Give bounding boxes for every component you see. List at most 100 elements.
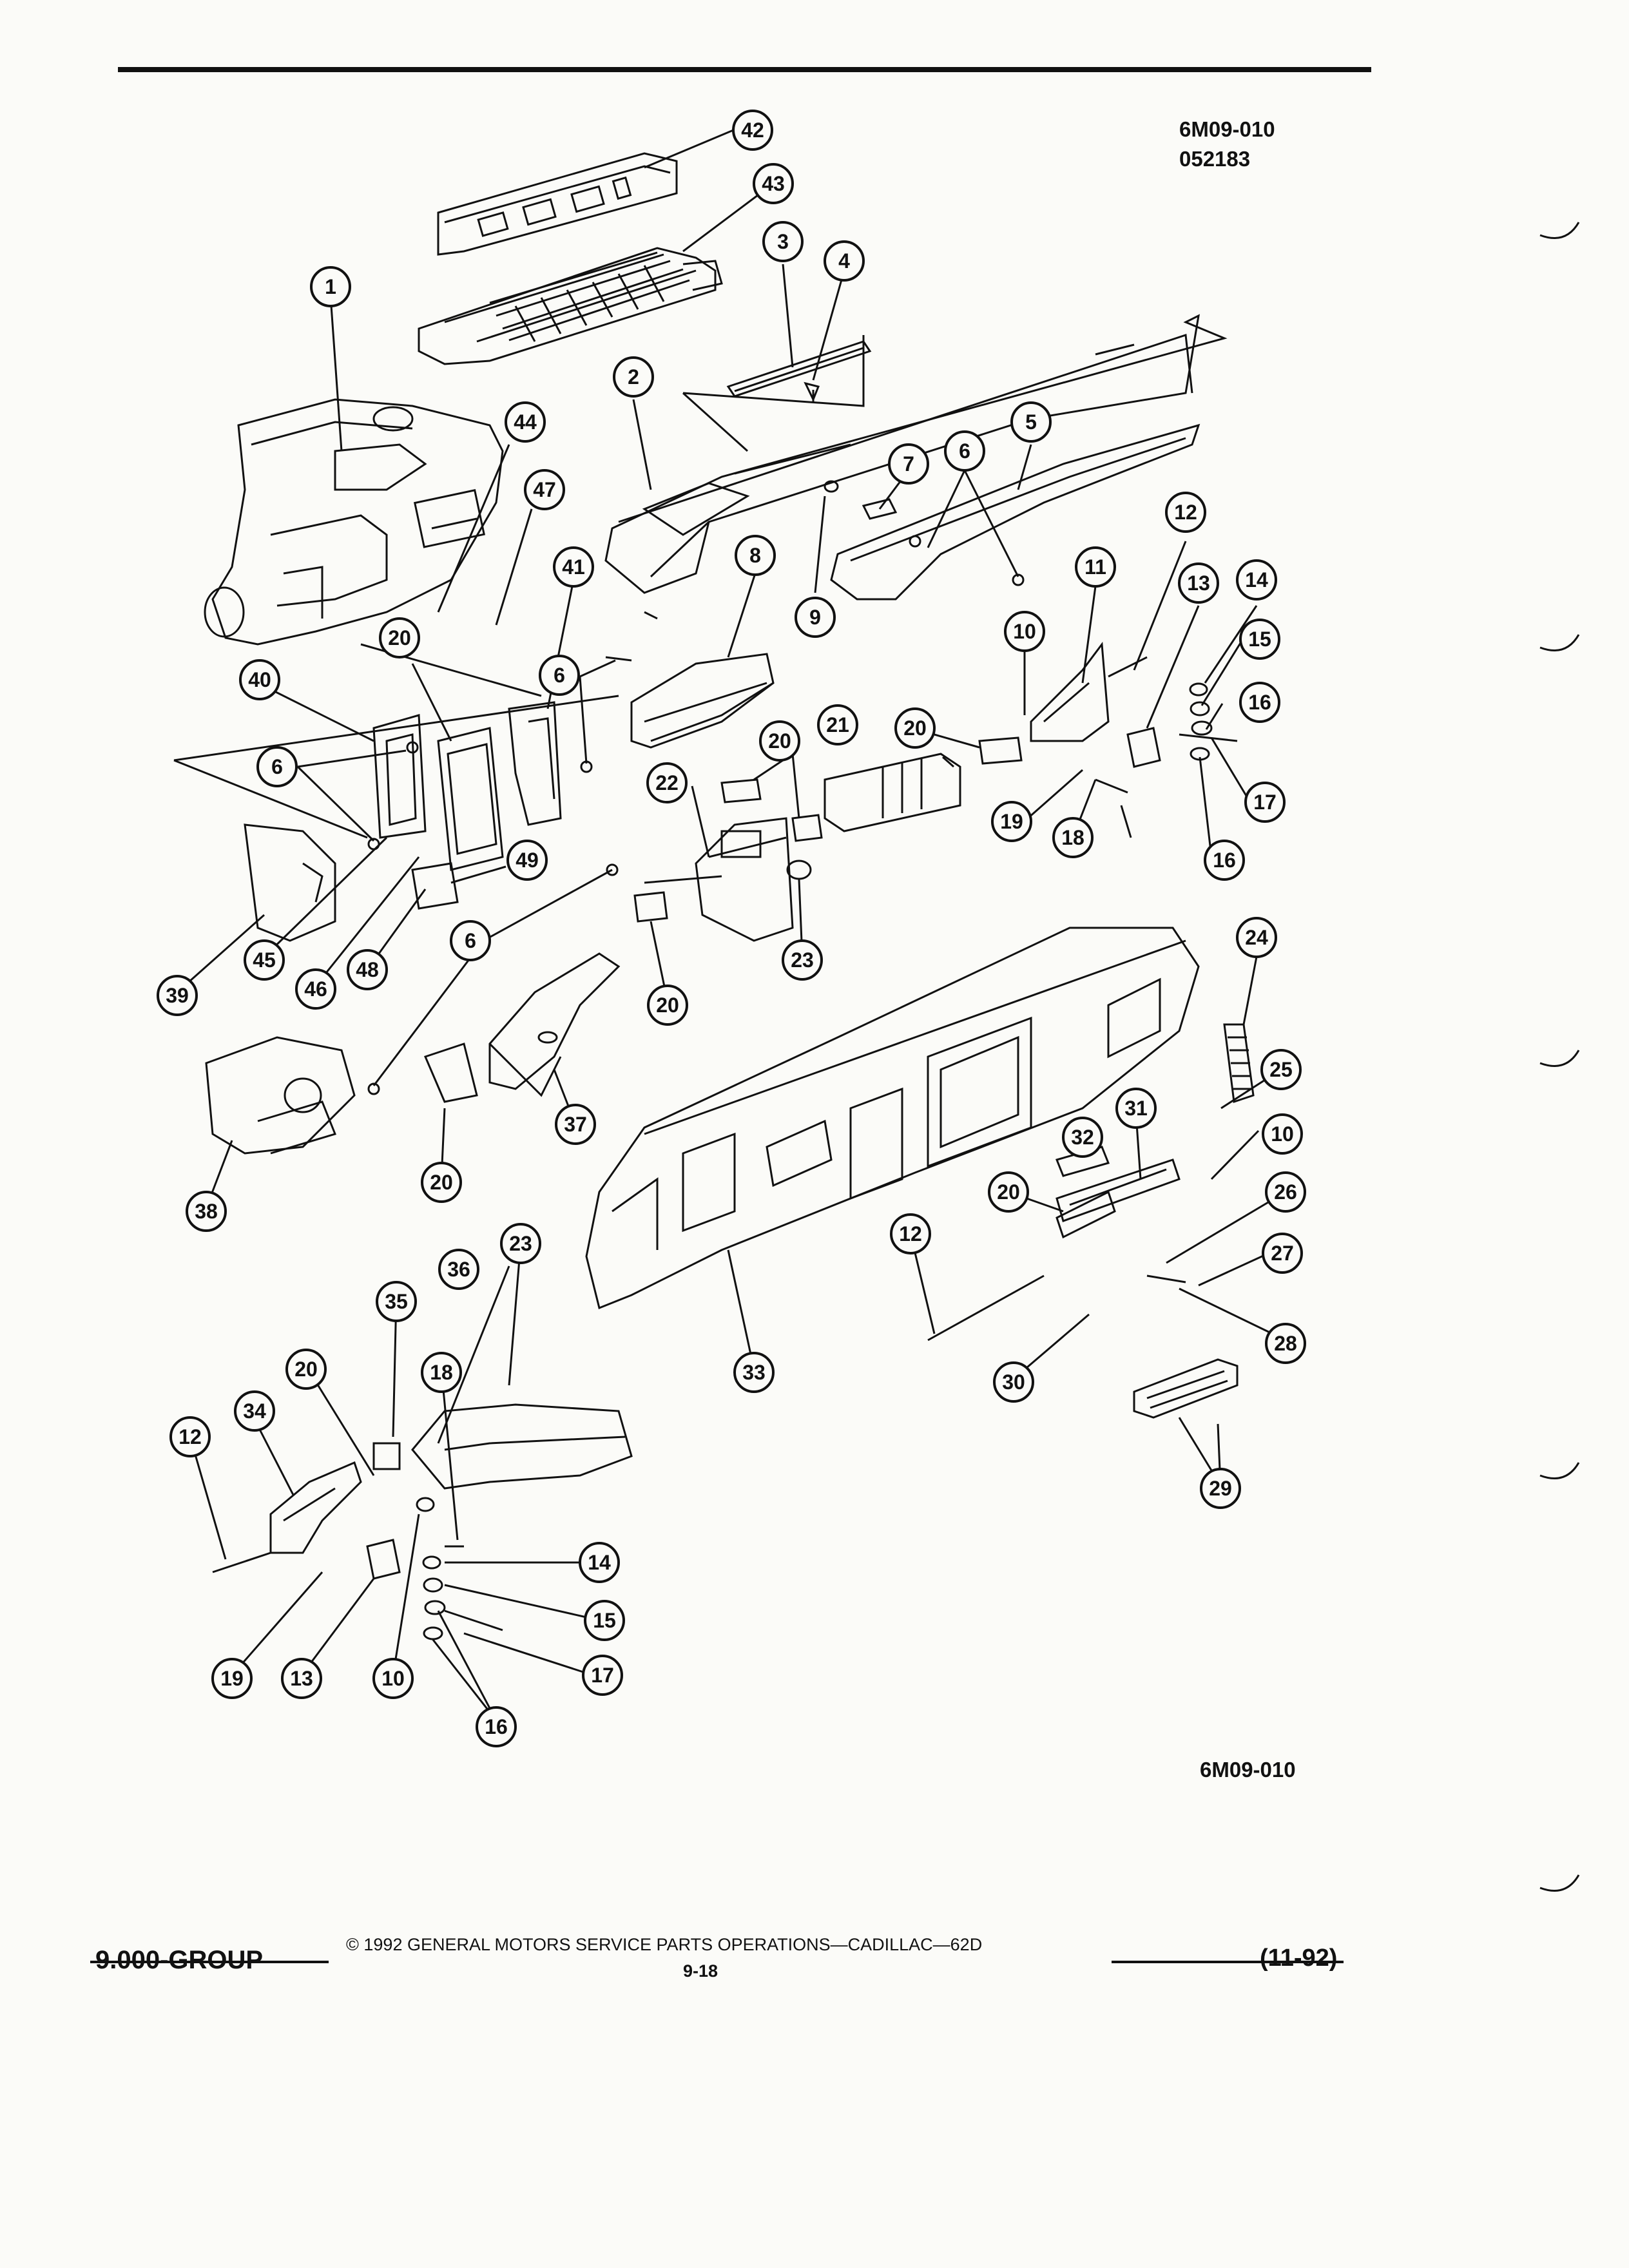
callout-16-right-lower: 16 [1204,840,1245,881]
callout-37: 37 [555,1104,596,1145]
part-40-seal-frame [372,714,427,839]
callout-label: 20 [903,716,927,740]
callout-48: 48 [347,949,388,990]
part-4-screw [804,381,820,403]
callout-label: 26 [1274,1180,1297,1204]
callout-label: 18 [430,1361,453,1384]
callout-label: 7 [903,452,914,476]
callout-38: 38 [186,1191,227,1232]
callout-10-right: 10 [1004,611,1045,652]
footer-copyright: © 1992 GENERAL MOTORS SERVICE PARTS OPER… [346,1935,983,1954]
callout-9: 9 [795,597,836,638]
callout-6-lower-left: 6 [450,920,491,961]
callout-label: 22 [655,771,679,794]
callout-14-right: 14 [1236,559,1277,601]
callout-label: 12 [1174,501,1197,524]
part-41-actuator [508,701,562,826]
callout-12-lower: 12 [169,1416,211,1457]
diagram-code: 052183 [1179,147,1251,171]
callout-label: 11 [1084,555,1106,579]
callout-19-right: 19 [991,801,1032,842]
part-21-duct [824,753,961,832]
diagram-id-footer: 6M09-010 [1200,1758,1296,1782]
callout-label: 42 [741,119,764,142]
callout-label: 30 [1002,1370,1025,1394]
callout-17-right: 17 [1244,782,1286,823]
callout-20-duct: 20 [647,985,688,1026]
callout-39: 39 [157,975,198,1016]
callout-label: 20 [294,1358,318,1381]
part-18-screws [445,778,1186,1548]
callout-43: 43 [753,163,794,204]
callout-label: 8 [749,544,761,567]
part-35-nut [372,1442,401,1470]
callout-label: 5 [1025,410,1037,434]
callout-label: 44 [514,410,537,434]
callout-label: 16 [1248,691,1271,714]
callout-6-center: 6 [539,655,580,696]
callout-label: 6 [959,439,970,463]
callout-label: 13 [290,1667,313,1690]
callout-label: 41 [562,555,585,579]
part-3-defroster-grille [726,340,872,398]
callout-label: 48 [356,958,379,981]
part-20-large-seal [437,727,504,871]
part-34-bracket-lower [269,1461,362,1554]
callout-10-lower: 10 [372,1658,414,1699]
callout-23-lower: 23 [500,1223,541,1264]
callout-13-right: 13 [1178,562,1219,604]
part-9-screw [824,480,839,493]
callout-label: 17 [591,1664,614,1687]
callout-20-bottom-left: 20 [421,1162,462,1203]
callout-6-glovebox: 6 [944,430,985,472]
callout-34: 34 [234,1390,275,1432]
callout-label: 15 [1248,628,1271,651]
callout-label: 13 [1187,572,1210,595]
callout-label: 3 [777,230,789,253]
part-5-glove-box-cover [830,423,1200,601]
callout-label: 33 [742,1361,766,1384]
footer-date: (11-92) [1260,1945,1338,1972]
footer-group: 9.000-GROUP [95,1946,264,1974]
callout-label: 6 [554,664,565,687]
callout-label: 29 [1209,1477,1232,1500]
binder-marks [1539,222,1580,1892]
callout-label: 34 [243,1399,266,1423]
callout-8: 8 [735,535,776,576]
callout-42: 42 [732,110,773,151]
callout-18-lower: 18 [421,1352,462,1393]
callout-label: 20 [430,1171,453,1194]
callout-19-lower: 19 [211,1658,253,1699]
part-49-cover [411,862,459,910]
hardware-stack-right [1179,682,1238,761]
callout-33: 33 [733,1352,775,1393]
callout-40: 40 [239,659,280,700]
part-10-grommet-lower [416,1497,435,1512]
callout-label: 20 [388,626,411,649]
leader-lines [177,129,1286,1721]
callout-label: 16 [1213,849,1236,872]
part-6-screws [367,535,1025,1095]
callout-label: 25 [1269,1058,1293,1081]
callout-label: 38 [195,1200,218,1223]
callout-label: 20 [768,729,791,753]
callout-44: 44 [505,401,546,443]
callout-label: 20 [656,994,679,1017]
callout-36: 36 [438,1249,479,1290]
part-22-duct-elbow [695,817,794,942]
callout-17-lower: 17 [582,1655,623,1696]
part-42-control-bezel [437,152,678,256]
callout-29: 29 [1200,1468,1241,1509]
callout-13-lower: 13 [281,1658,322,1699]
callout-label: 17 [1253,791,1277,814]
hardware-stack-lower [422,1555,503,1640]
callout-20-right: 20 [894,707,936,749]
callout-2: 2 [613,356,654,398]
callout-28: 28 [1265,1323,1306,1364]
footer-page-number: 9-18 [683,1961,718,1981]
part-12-rods [212,656,1148,1573]
callout-label: 36 [447,1258,470,1281]
callout-label: 23 [509,1232,532,1255]
